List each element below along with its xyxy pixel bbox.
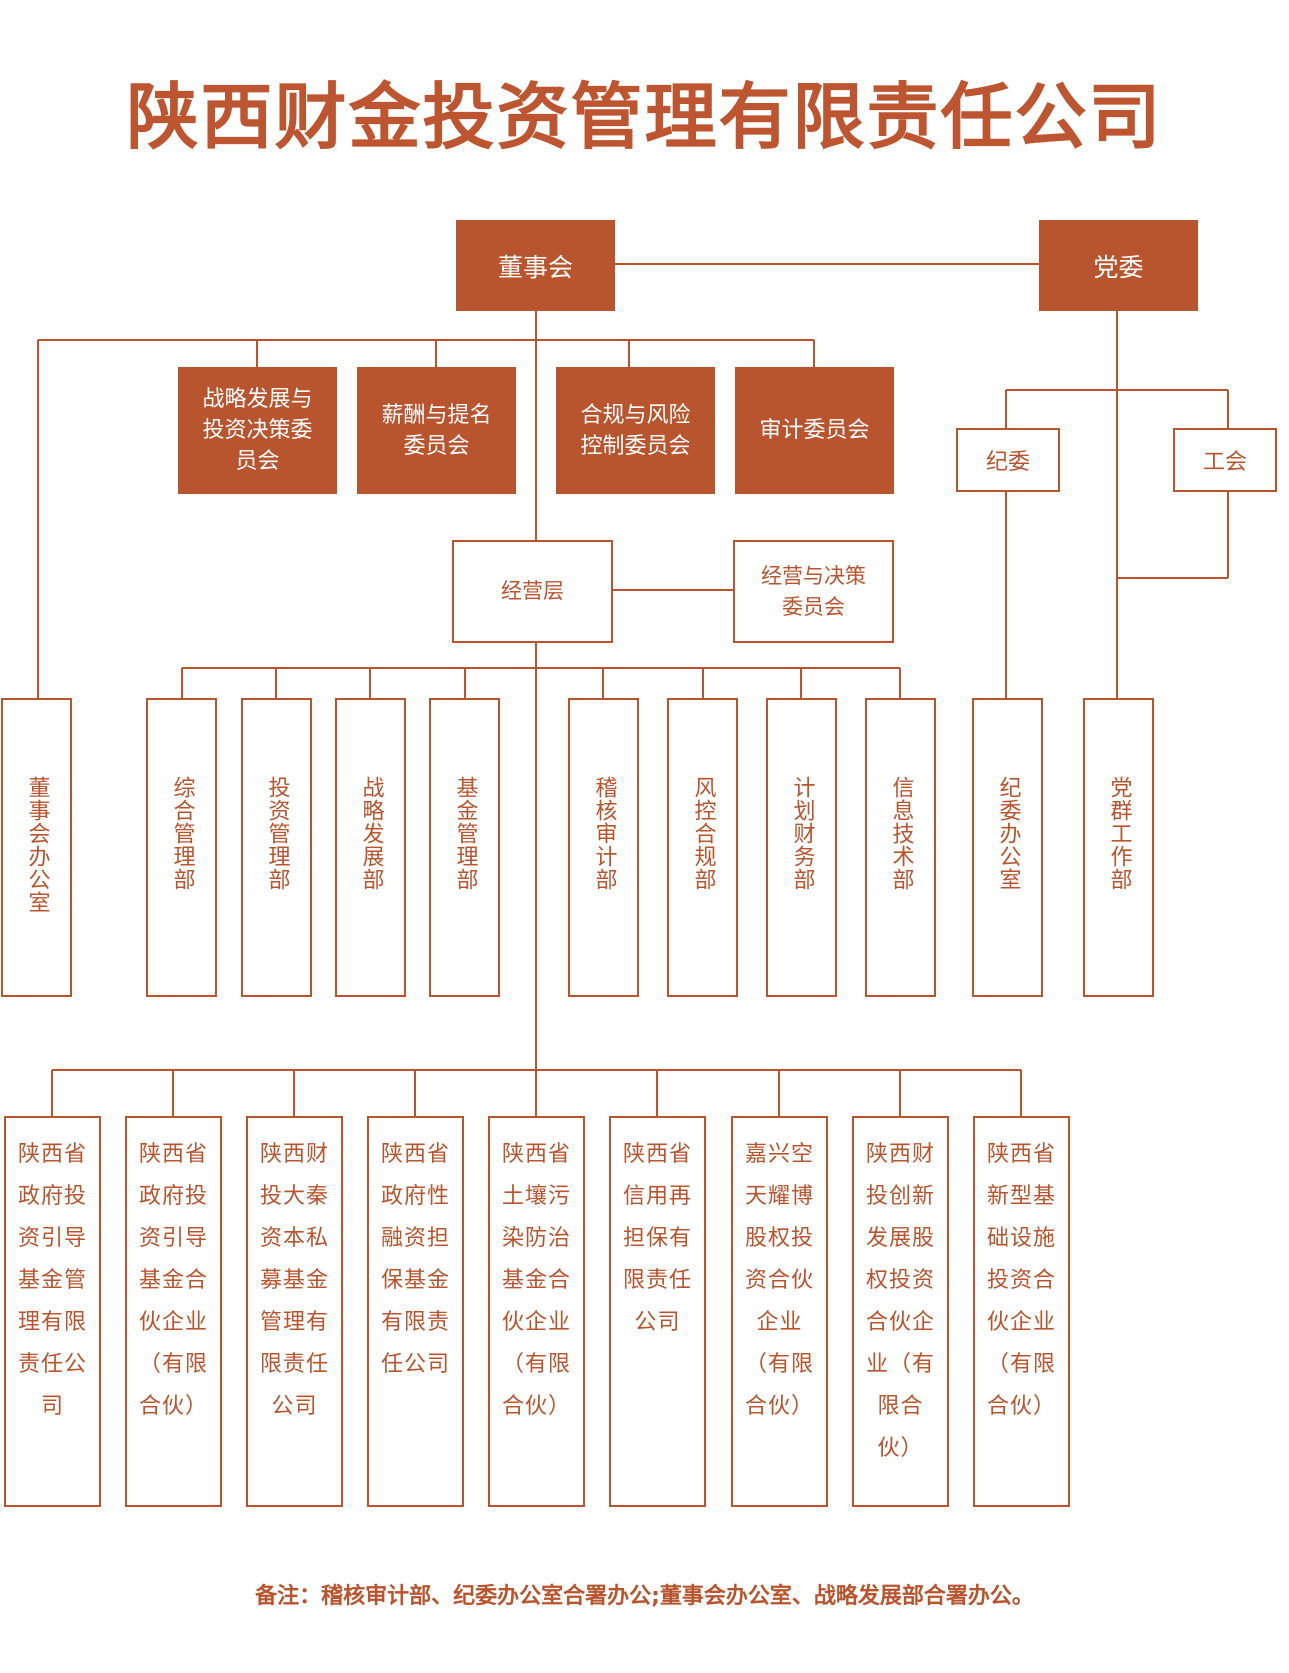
- union-box: 工会: [1173, 428, 1277, 492]
- subsidiary-2: 陕西省政府投资引导基金合伙企业（有限合伙）: [125, 1116, 222, 1507]
- subsidiary-7: 嘉兴空天耀博股权投资合伙企业（有限合伙）: [731, 1116, 828, 1507]
- page-title: 陕西财金投资管理有限责任公司: [126, 75, 1163, 159]
- subsidiary-4: 陕西省政府性融资担保基金有限责任公司: [367, 1116, 464, 1507]
- department-label: 计划财务部: [789, 776, 815, 891]
- subsidiary-6: 陕西省信用再担保有限责任公司: [609, 1116, 706, 1507]
- management-box: 经营层: [452, 540, 613, 643]
- department-label: 战略发展部: [358, 776, 384, 891]
- committee-strategy: 战略发展与投资决策委员会: [178, 367, 337, 494]
- department-label: 党群工作部: [1106, 776, 1132, 891]
- department-label: 信息技术部: [888, 776, 914, 891]
- department-label: 综合管理部: [169, 776, 195, 891]
- department-fund: 基金管理部: [429, 698, 500, 997]
- board-box: 董事会: [456, 220, 615, 311]
- department-strategy: 战略发展部: [335, 698, 406, 997]
- department-label: 基金管理部: [452, 776, 478, 891]
- department-audit: 稽核审计部: [568, 698, 639, 997]
- subsidiary-label: 嘉兴空天耀博股权投资合伙企业（有限合伙）: [744, 1142, 814, 1419]
- subsidiary-label: 陕西省信用再担保有限责任公司: [622, 1142, 692, 1335]
- subsidiary-label: 陕西财投大秦资本私募基金管理有限责任公司: [259, 1142, 329, 1419]
- management-committee-box: 经营与决策委员会: [733, 540, 894, 643]
- subsidiary-9: 陕西省新型基础设施投资合伙企业（有限合伙）: [973, 1116, 1070, 1507]
- department-finance: 计划财务部: [766, 698, 837, 997]
- committee-compliance: 合规与风险控制委员会: [556, 367, 715, 494]
- department-risk: 风控合规部: [667, 698, 738, 997]
- subsidiary-label: 陕西省政府投资引导基金合伙企业（有限合伙）: [138, 1142, 208, 1419]
- department-label: 纪委办公室: [995, 776, 1021, 891]
- subsidiary-3: 陕西财投大秦资本私募基金管理有限责任公司: [246, 1116, 343, 1507]
- department-label: 董事会办公室: [24, 776, 50, 914]
- department-label: 投资管理部: [264, 776, 290, 891]
- footnote: 备注：稽核审计部、纪委办公室合署办公;董事会办公室、战略发展部合署办公。: [255, 1584, 1034, 1609]
- department-party-affairs: 党群工作部: [1083, 698, 1154, 997]
- department-board-office: 董事会办公室: [1, 698, 72, 997]
- subsidiary-label: 陕西省政府性融资担保基金有限责任公司: [380, 1142, 450, 1377]
- department-discipline-office: 纪委办公室: [972, 698, 1043, 997]
- subsidiary-5: 陕西省土壤污染防治基金合伙企业（有限合伙）: [488, 1116, 585, 1507]
- department-it: 信息技术部: [865, 698, 936, 997]
- department-label: 风控合规部: [690, 776, 716, 891]
- subsidiary-label: 陕西省新型基础设施投资合伙企业（有限合伙）: [986, 1142, 1056, 1419]
- committee-compensation: 薪酬与提名委员会: [357, 367, 516, 494]
- subsidiary-label: 陕西财投创新发展股权投资合伙企业（有限合伙）: [865, 1142, 935, 1461]
- party-committee-box: 党委: [1039, 220, 1198, 311]
- discipline-committee-box: 纪委: [956, 428, 1060, 492]
- department-general-admin: 综合管理部: [146, 698, 217, 997]
- subsidiary-1: 陕西省政府投资引导基金管理有限责任公司: [4, 1116, 101, 1507]
- subsidiary-label: 陕西省土壤污染防治基金合伙企业（有限合伙）: [501, 1142, 571, 1419]
- department-label: 稽核审计部: [591, 776, 617, 891]
- subsidiary-8: 陕西财投创新发展股权投资合伙企业（有限合伙）: [852, 1116, 949, 1507]
- subsidiary-label: 陕西省政府投资引导基金管理有限责任公司: [17, 1142, 87, 1419]
- committee-audit: 审计委员会: [735, 367, 894, 494]
- department-investment: 投资管理部: [241, 698, 312, 997]
